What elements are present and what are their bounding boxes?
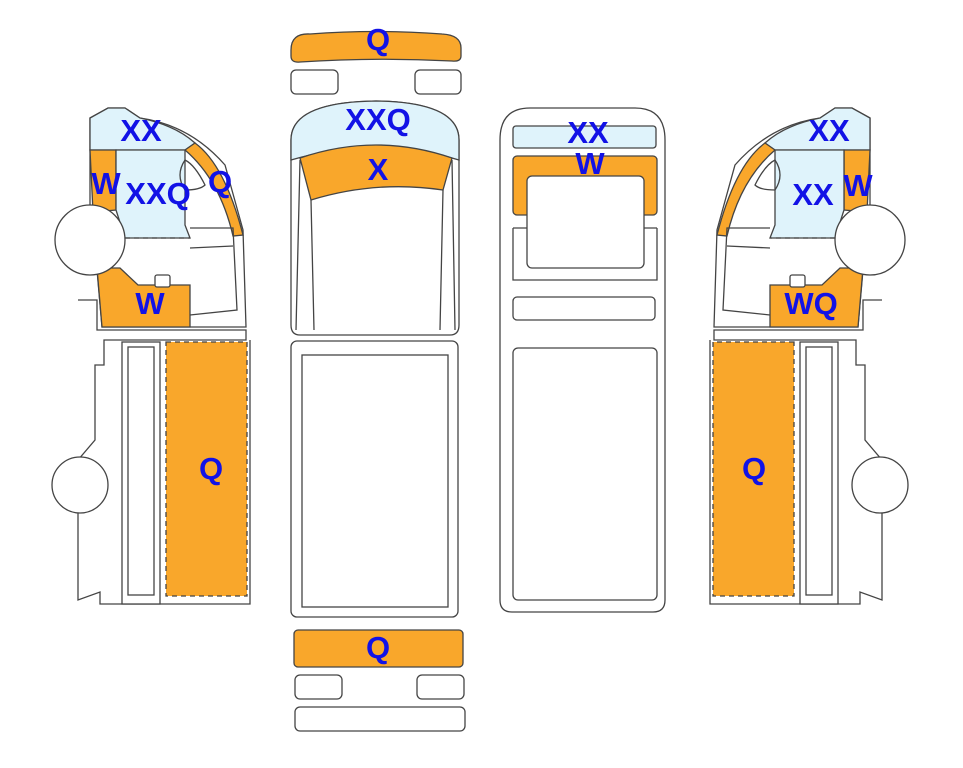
label-right-door: XX [792,177,834,212]
headlight-left [290,69,339,95]
label-right-roof: XX [808,113,850,148]
label-rear-bumper: Q [366,630,390,665]
label-left-lower-door: W [135,286,165,321]
label-left-cargo-panel: Q [199,451,223,486]
label-hood: X [368,152,389,187]
rear-view: XX W [499,107,666,613]
hood-panel[interactable] [299,144,453,201]
taillight-right [416,674,465,700]
rear-bumper-panel[interactable] [293,629,464,668]
label-right-lower-door: WQ [784,286,837,321]
cargo-box-top [290,340,459,618]
label-left-window-arc: Q [208,164,232,199]
headlight-right [414,69,462,95]
label-left-a-pillar: W [91,166,121,201]
right-side-labels: XX XX W WQ Q [742,113,873,486]
label-windshield: XXQ [345,102,410,137]
top-view: Q XXQ X Q [290,22,466,732]
label-rear-window: XX [567,115,609,150]
left-side-labels: XX W XXQ Q W Q [91,113,232,486]
label-left-roof: XX [120,113,162,148]
front-bumper-panel[interactable] [290,30,462,63]
taillight-left [294,674,343,700]
label-front-bumper: Q [366,22,390,57]
label-left-door: XXQ [125,176,190,211]
label-right-a-pillar: W [843,168,873,203]
rear-step [294,706,466,732]
label-right-cargo-panel: Q [742,451,766,486]
label-rear-frame: W [575,146,605,181]
rear-window-panel[interactable] [512,125,657,149]
